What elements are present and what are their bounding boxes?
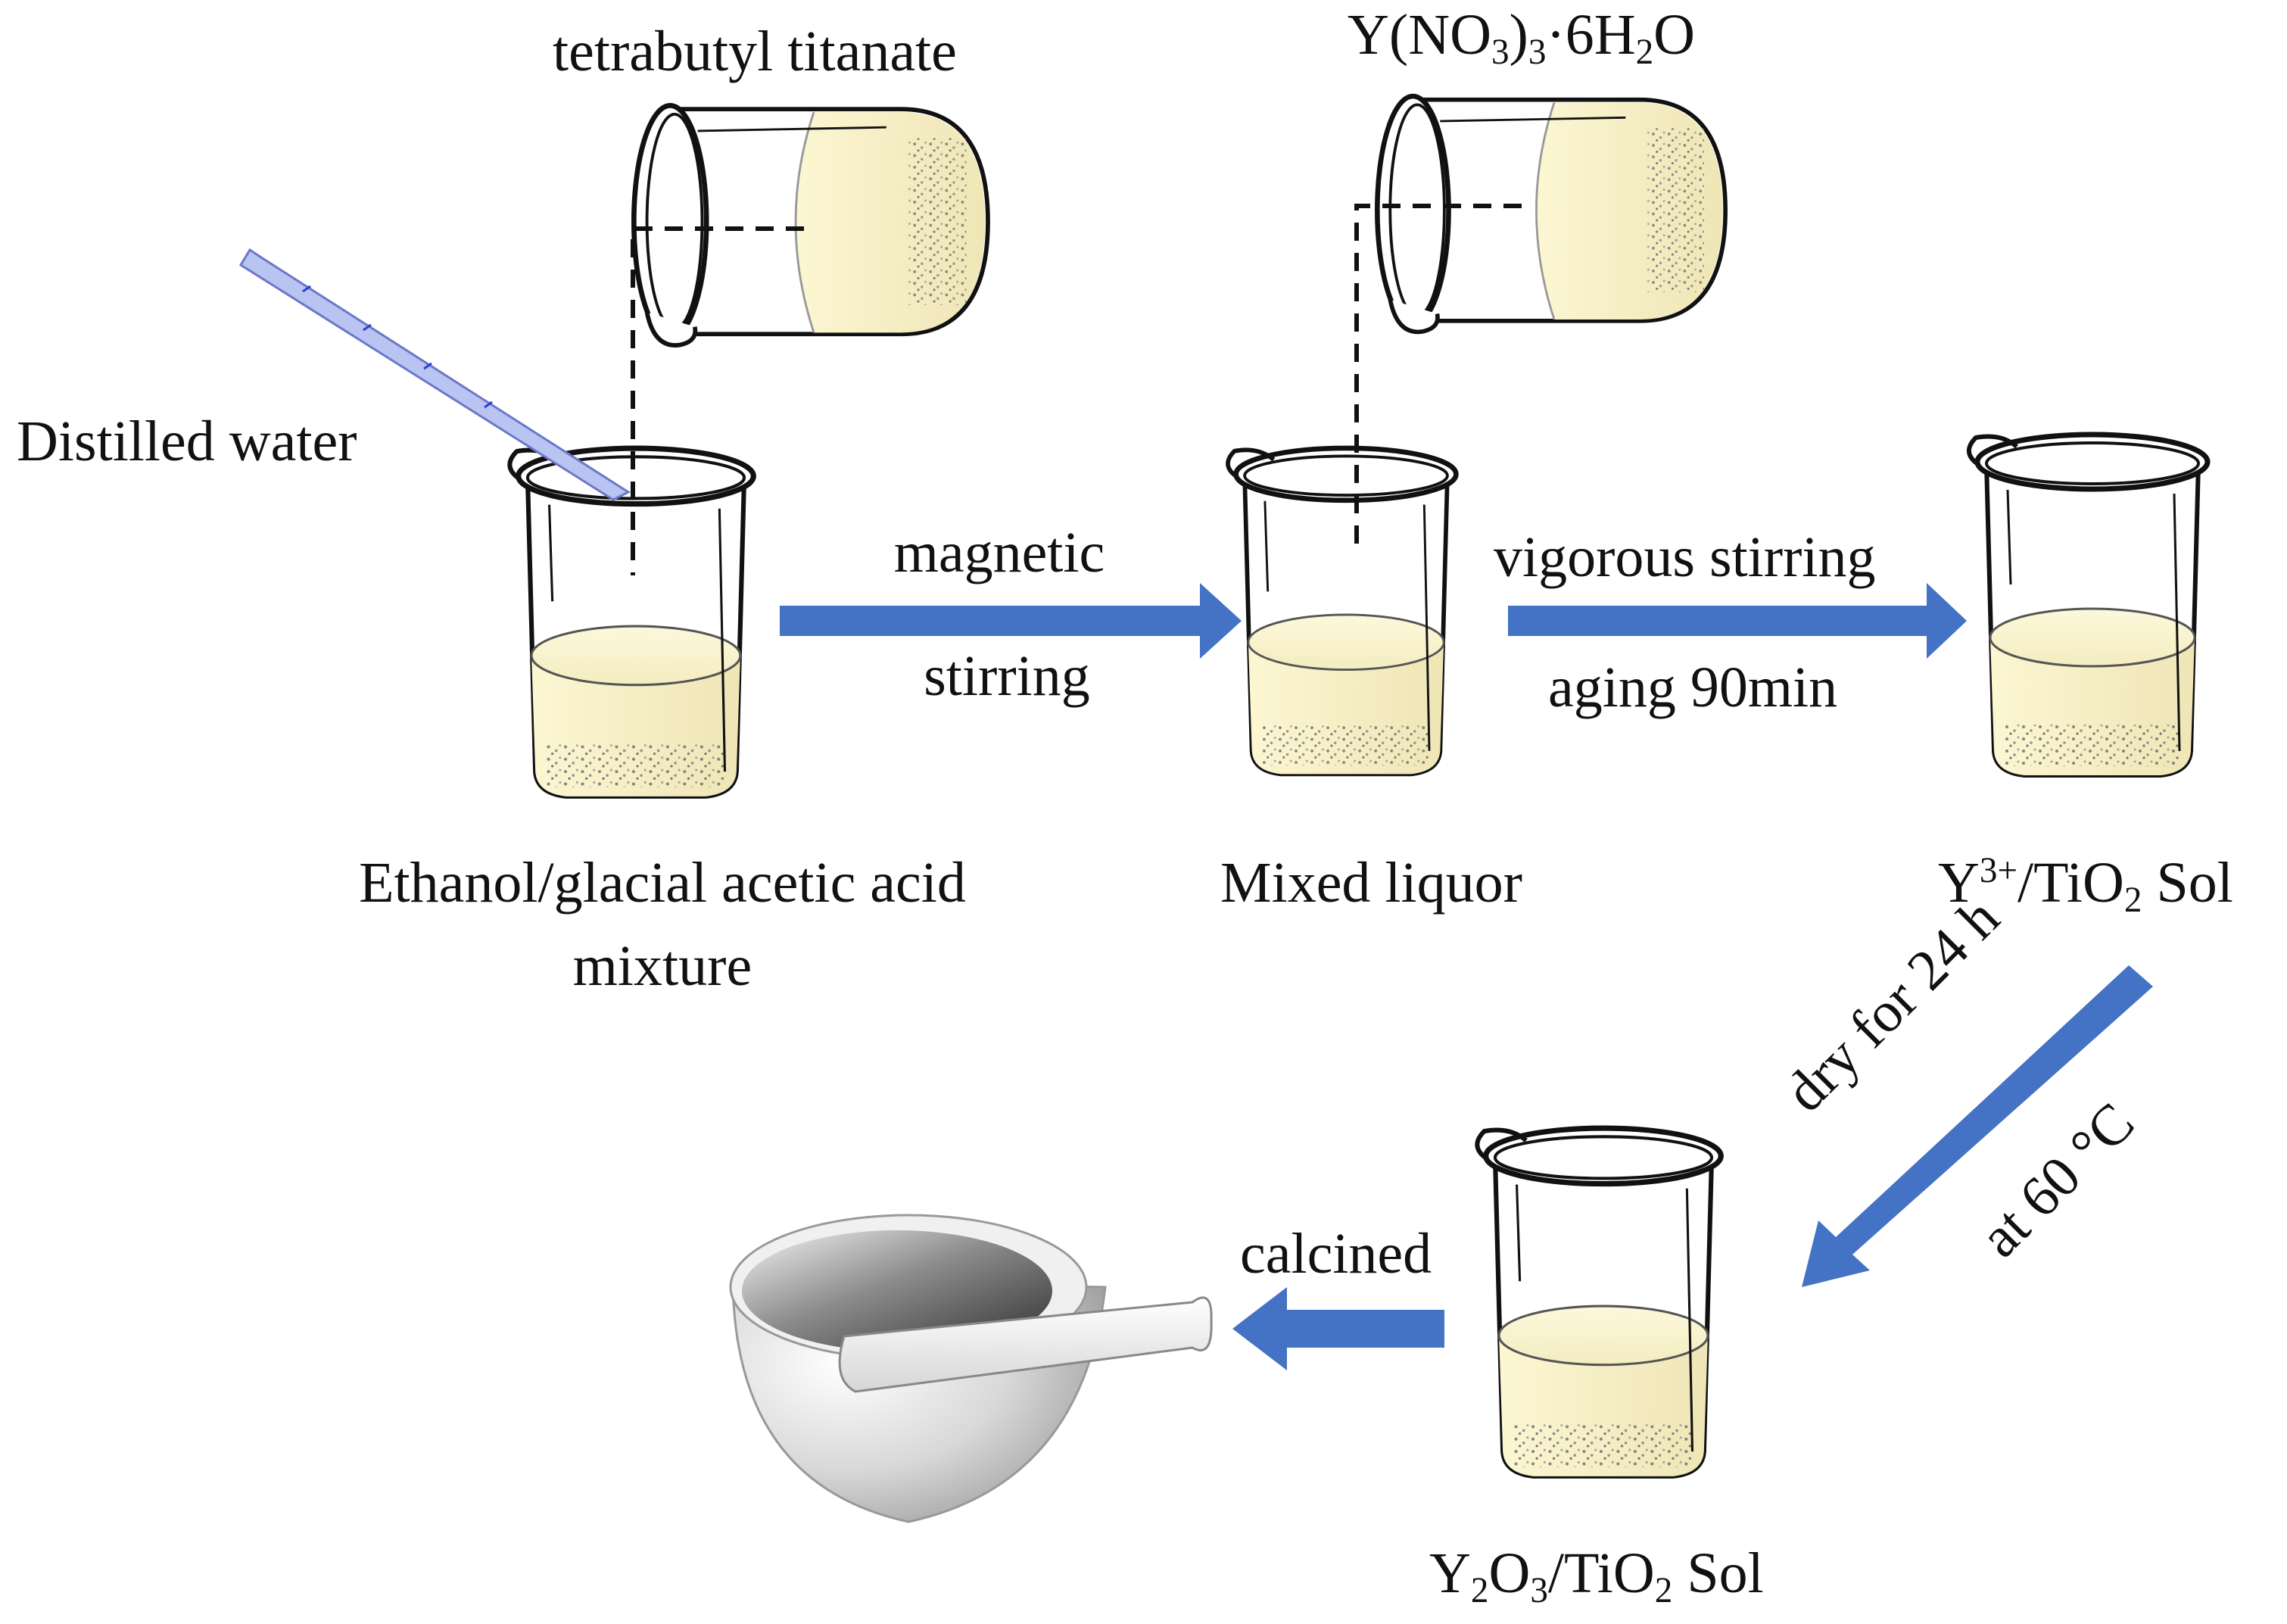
label-ethanol-mixture-line1: Ethanol/glacial acetic acid [359,851,966,915]
label-ethanol-mixture-line2: mixture [572,934,752,998]
tilted-beaker-tetrabutyl-icon [634,105,988,345]
beaker-ethanol [509,448,753,796]
mortar-pestle-icon [729,1214,1213,1523]
arrow-vigorous [1508,583,1967,659]
beaker-y-tio2-sol [1969,435,2208,775]
label-y2o3-tio2-sol: Y2O3/TiO2 Sol [1429,1541,1764,1611]
label-magnetic: magnetic [893,521,1105,584]
pour-line-tetrabutyl [631,226,804,575]
arrow-calcined [1232,1287,1444,1370]
label-distilled-water: Distilled water [17,410,357,473]
label-tetrabutyl-titanate: tetrabutyl titanate [553,20,957,83]
beaker-mixed-liquor [1228,448,1456,774]
label-stirring: stirring [924,644,1090,708]
label-vigorous-stirring: vigorous stirring [1494,525,1876,589]
label-y3-tio2-sol: Y3+/TiO2 Sol [1938,851,2233,921]
label-aging: aging 90min [1548,656,1838,719]
beaker-y2o3-tio2-sol [1477,1128,1721,1476]
label-calcined: calcined [1240,1222,1432,1286]
label-mixed-liquor: Mixed liquor [1220,851,1522,915]
label-yttrium-nitrate: Y(NO3)3·6H2O [1348,3,1696,73]
pipette-icon [238,248,631,501]
pour-line-yttrium [1354,204,1522,553]
arrow-magnetic [780,583,1242,659]
arrow-dry [1802,965,2153,1287]
tilted-beaker-yttrium-icon [1377,96,1725,332]
